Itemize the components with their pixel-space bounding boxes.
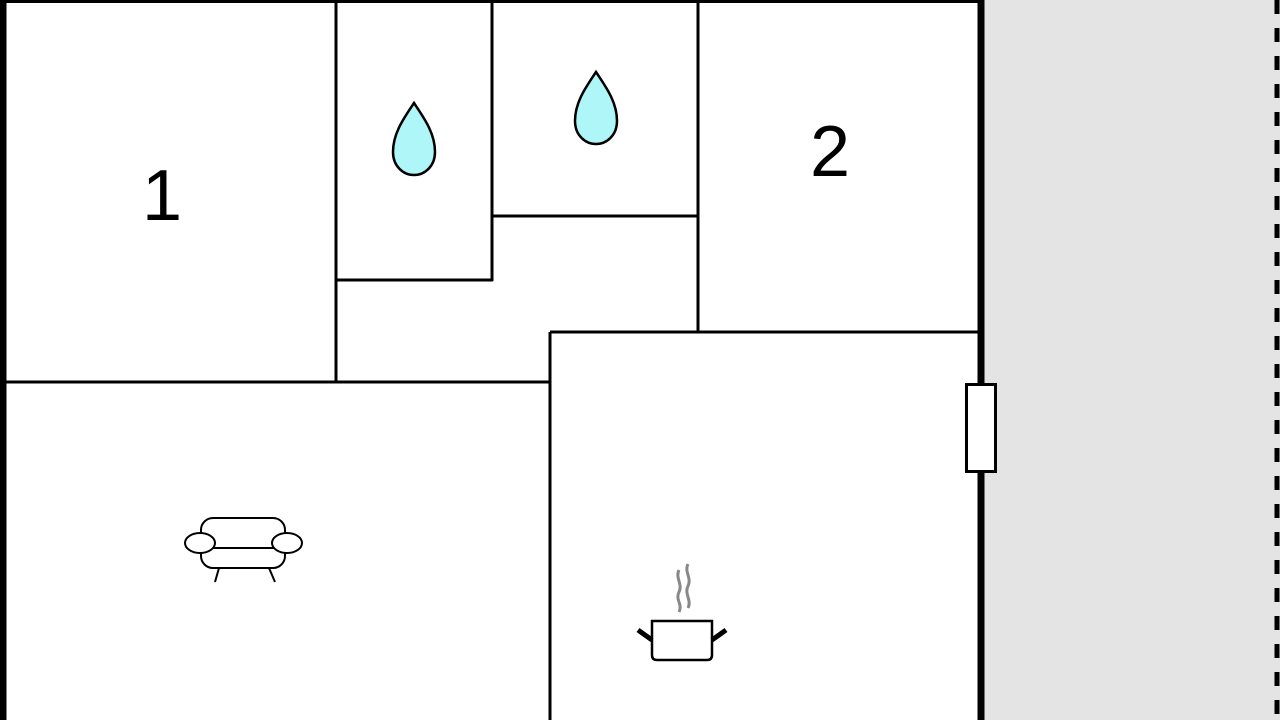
steam-icon [676,569,682,613]
water-drop-icon [573,69,619,146]
entrance-door [965,383,997,473]
sofa-icon [184,517,303,583]
room-label-2: 2 [810,112,850,192]
room-label-1: 1 [142,156,182,236]
steam-icon [685,563,691,609]
walls [0,0,985,720]
outdoor-area [984,0,1280,720]
water-drop-icon [391,100,437,177]
cooking-pot-icon [636,563,728,662]
